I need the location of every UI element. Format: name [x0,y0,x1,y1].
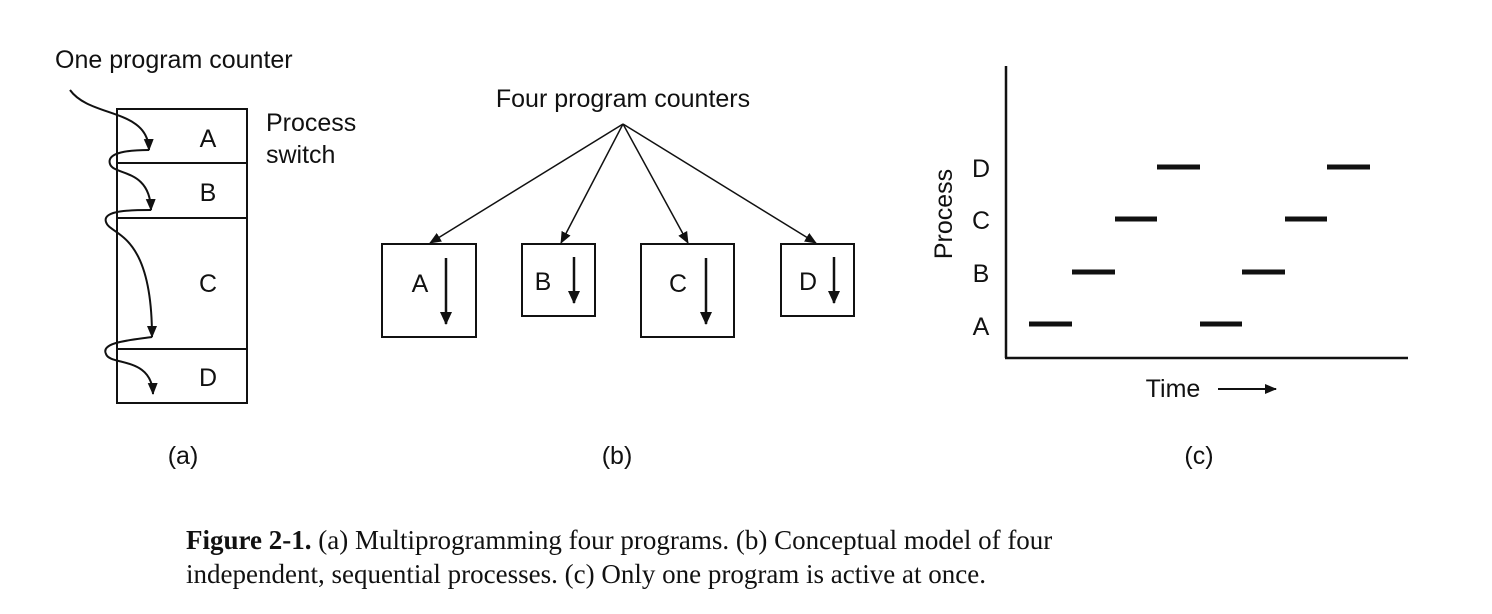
counter-arrow-b [560,123,624,244]
process-box-c [640,243,735,338]
process-box-a [381,243,477,338]
pc-switch-c-to-d [104,336,158,395]
y-label-b: B [973,260,990,288]
y-label-d: D [972,155,990,183]
process-label-c: C [669,270,687,298]
process-box-b [521,243,596,317]
panel-c: Process A B C D Time (c) [930,66,1408,470]
caption-text-1: (a) Multiprogramming four programs. (b) … [311,525,1053,555]
segment-label-b: B [200,179,217,207]
figure-caption: Figure 2-1. (a) Multiprogramming four pr… [186,523,1386,591]
panel-a-label: (a) [168,442,199,470]
panel-b: Four program counters A B C D (b) [381,85,855,470]
pc-thread-into-a [69,89,154,151]
memory-column [116,108,248,404]
figure-number: Figure 2-1. [186,525,312,555]
caption-line-1: Figure 2-1. (a) Multiprogramming four pr… [186,523,1386,557]
segment-label-c: C [199,270,217,298]
panel-b-label: (b) [602,442,633,470]
counter-arrow-a [429,123,624,244]
four-program-counters-label: Four program counters [496,85,750,113]
one-program-counter-label: One program counter [55,46,293,74]
process-label-b: B [535,268,552,296]
panel-c-label: (c) [1184,442,1213,470]
counter-arrow-d [622,123,817,244]
y-label-c: C [972,207,990,235]
panel-a: One program counter Process switch A B C… [55,46,356,470]
segment-label-d: D [199,364,217,392]
y-axis-title: Process [930,169,958,259]
process-switch-label-line1: Process [266,109,356,137]
x-axis-title: Time [1146,375,1201,403]
process-switch-label-line2: switch [266,141,335,169]
process-label-a: A [412,270,429,298]
process-label-d: D [799,268,817,296]
y-label-a: A [973,313,990,341]
pc-switch-b-to-c [104,209,157,338]
process-box-d [780,243,855,317]
pc-switch-a-to-b [108,149,156,211]
caption-line-2: independent, sequential processes. (c) O… [186,559,986,589]
segment-label-a: A [200,125,217,153]
counter-arrow-c [622,123,689,244]
